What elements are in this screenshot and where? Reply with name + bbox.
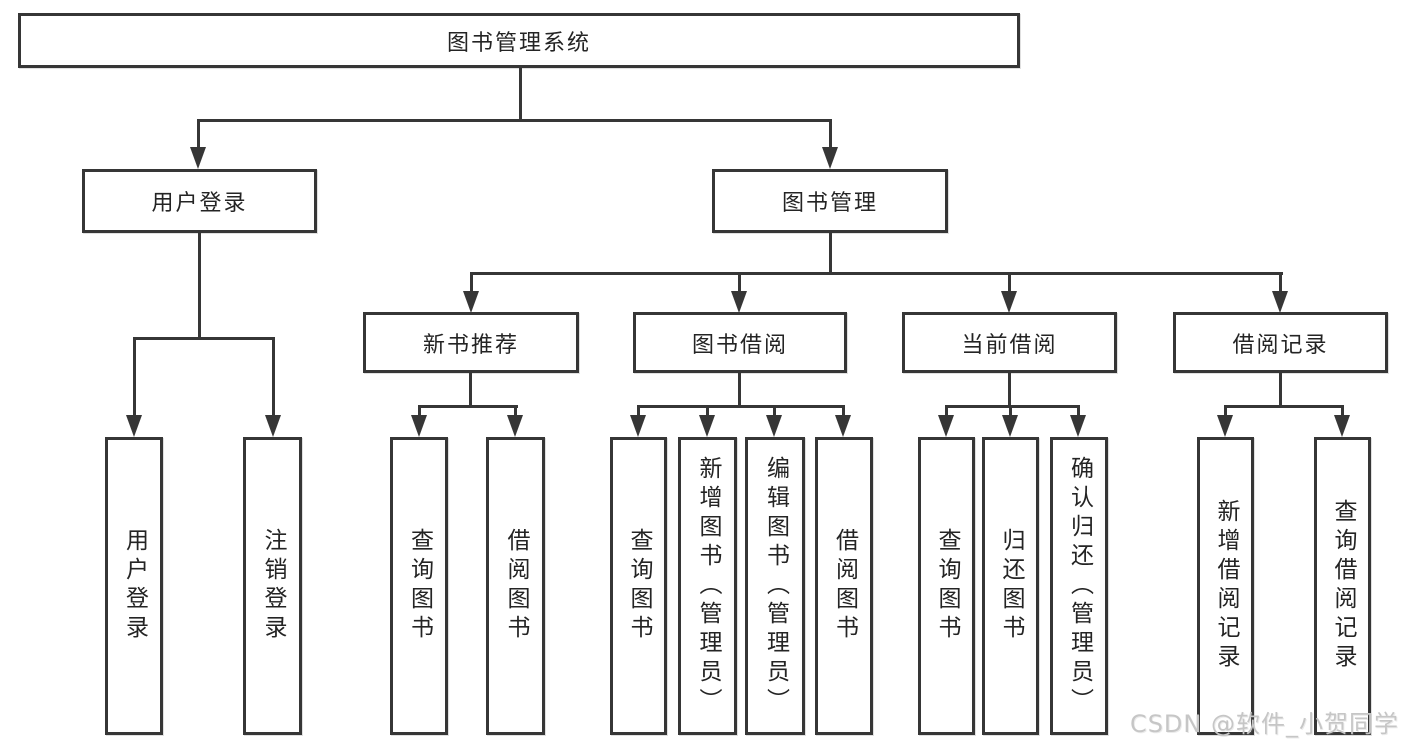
arrow-down-icon bbox=[1217, 415, 1233, 437]
arrow-down-icon bbox=[1272, 291, 1288, 313]
leaf-query-books-current: 查询图书 bbox=[918, 437, 975, 735]
node-label: 借阅记录 bbox=[1232, 332, 1329, 358]
node-label: 用户登录 bbox=[151, 191, 248, 216]
connector-line bbox=[470, 272, 1283, 275]
arrow-down-icon bbox=[630, 415, 646, 437]
connector-line bbox=[1009, 405, 1012, 417]
connector-line bbox=[198, 233, 201, 340]
connector-line bbox=[706, 405, 709, 417]
arrow-down-icon bbox=[822, 147, 838, 169]
arrow-down-icon bbox=[731, 291, 747, 313]
connector-line bbox=[829, 233, 832, 275]
connector-line bbox=[945, 405, 948, 417]
leaf-label: 用户登录 bbox=[121, 528, 148, 644]
leaf-label: 查询图书 bbox=[626, 528, 652, 644]
connector-line bbox=[1077, 405, 1080, 417]
connector-line bbox=[469, 373, 472, 408]
connector-line bbox=[1008, 373, 1011, 408]
node-book-management: 图书管理 bbox=[712, 169, 948, 233]
arrow-down-icon bbox=[835, 415, 851, 437]
arrow-down-icon bbox=[938, 415, 954, 437]
node-label: 当前借阅 bbox=[961, 332, 1058, 358]
leaf-label: 新增图书（管理员） bbox=[695, 455, 721, 717]
node-current-borrowing: 当前借阅 bbox=[902, 312, 1117, 373]
connector-line bbox=[738, 373, 741, 408]
arrow-down-icon bbox=[1334, 415, 1350, 437]
leaf-label: 注销登录 bbox=[260, 528, 286, 644]
connector-line bbox=[514, 405, 517, 417]
leaf-label: 新增借阅记录 bbox=[1213, 499, 1239, 673]
connector-line bbox=[470, 272, 473, 294]
leaf-label: 确认归还（管理员） bbox=[1066, 455, 1093, 717]
leaf-query-borrow-record: 查询借阅记录 bbox=[1314, 437, 1371, 735]
node-label: 图书管理系统 bbox=[446, 30, 591, 56]
leaf-label: 编辑图书（管理员） bbox=[762, 455, 789, 717]
node-label: 图书借阅 bbox=[691, 332, 788, 358]
connector-line bbox=[1224, 405, 1344, 408]
leaf-user-login: 用户登录 bbox=[105, 437, 163, 735]
connector-line bbox=[637, 405, 845, 408]
connector-line bbox=[773, 405, 776, 417]
connector-line bbox=[1341, 405, 1344, 417]
connector-line bbox=[1279, 272, 1282, 294]
connector-line bbox=[1008, 272, 1011, 294]
arrow-down-icon bbox=[699, 415, 715, 437]
node-user-login: 用户登录 bbox=[82, 169, 317, 233]
arrow-down-icon bbox=[507, 415, 523, 437]
arrow-down-icon bbox=[766, 415, 782, 437]
connector-line bbox=[418, 405, 421, 417]
connector-line bbox=[133, 337, 275, 340]
leaf-borrow-books: 借阅图书 bbox=[815, 437, 873, 735]
leaf-query-books-recommend: 查询图书 bbox=[390, 437, 448, 735]
node-label: 图书管理 bbox=[781, 191, 878, 216]
connector-line bbox=[842, 405, 845, 417]
leaf-logout: 注销登录 bbox=[243, 437, 302, 735]
arrow-down-icon bbox=[1070, 415, 1086, 437]
connector-line bbox=[519, 68, 522, 122]
connector-line bbox=[1224, 405, 1227, 417]
node-book-borrowing: 图书借阅 bbox=[633, 312, 847, 373]
leaf-label: 借阅图书 bbox=[503, 528, 529, 644]
connector-line bbox=[945, 405, 1080, 408]
leaf-query-books-borrow: 查询图书 bbox=[610, 437, 667, 735]
leaf-borrow-books-recommend: 借阅图书 bbox=[486, 437, 545, 735]
arrow-down-icon bbox=[411, 415, 427, 437]
leaf-label: 归还图书 bbox=[998, 528, 1024, 644]
node-new-book-recommend: 新书推荐 bbox=[363, 312, 579, 373]
connector-line bbox=[197, 119, 832, 122]
connector-line bbox=[637, 405, 640, 417]
connector-line bbox=[133, 337, 136, 417]
arrow-down-icon bbox=[1002, 415, 1018, 437]
leaf-confirm-return-admin: 确认归还（管理员） bbox=[1050, 437, 1108, 735]
arrow-down-icon bbox=[190, 147, 206, 169]
arrow-down-icon bbox=[265, 415, 281, 437]
leaf-add-book-admin: 新增图书（管理员） bbox=[678, 437, 737, 735]
connector-line bbox=[272, 337, 275, 417]
arrow-down-icon bbox=[1001, 291, 1017, 313]
connector-line bbox=[738, 272, 741, 294]
node-label: 新书推荐 bbox=[422, 332, 519, 358]
connector-line bbox=[418, 405, 518, 408]
leaf-label: 查询图书 bbox=[934, 528, 960, 644]
arrow-down-icon bbox=[126, 415, 142, 437]
connector-line bbox=[1279, 373, 1282, 408]
connector-line bbox=[829, 119, 832, 151]
connector-line bbox=[197, 119, 200, 151]
leaf-return-book: 归还图书 bbox=[982, 437, 1039, 735]
leaf-label: 查询借阅记录 bbox=[1330, 499, 1356, 673]
node-borrowing-records: 借阅记录 bbox=[1173, 312, 1388, 373]
leaf-edit-book-admin: 编辑图书（管理员） bbox=[745, 437, 805, 735]
node-library-management-system: 图书管理系统 bbox=[18, 13, 1020, 68]
leaf-label: 查询图书 bbox=[406, 528, 433, 644]
leaf-label: 借阅图书 bbox=[831, 528, 858, 644]
arrow-down-icon bbox=[463, 291, 479, 313]
leaf-add-borrow-record: 新增借阅记录 bbox=[1197, 437, 1254, 735]
